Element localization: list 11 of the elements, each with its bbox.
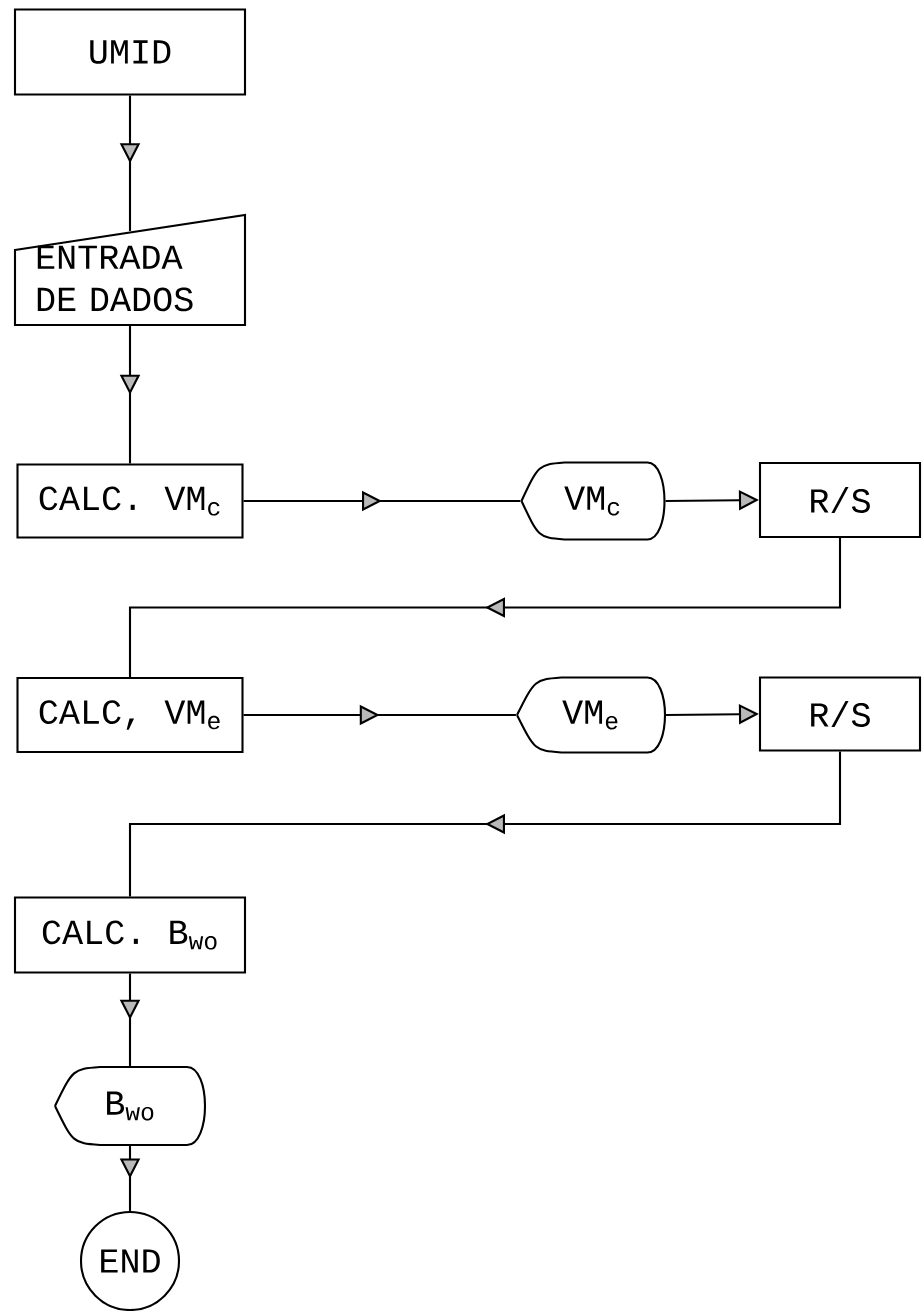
arrow (128, 751, 842, 897)
process-box: CALC. B$_{wo}$ (13, 896, 247, 974)
process-box: R/S (758, 676, 922, 752)
arrow (128, 538, 842, 677)
process-box: R/S (758, 461, 922, 539)
process-box: UMID (13, 8, 247, 96)
display-shape: VM$_{e}$ (515, 676, 667, 754)
process-box: CALC, VM$_{e}$ (16, 676, 244, 754)
process-box: CALC. VM$_{c}$ (16, 463, 244, 539)
display-shape: VM$_{c}$ (520, 461, 666, 541)
display-shape: B$_{wo}$ (53, 1065, 207, 1147)
